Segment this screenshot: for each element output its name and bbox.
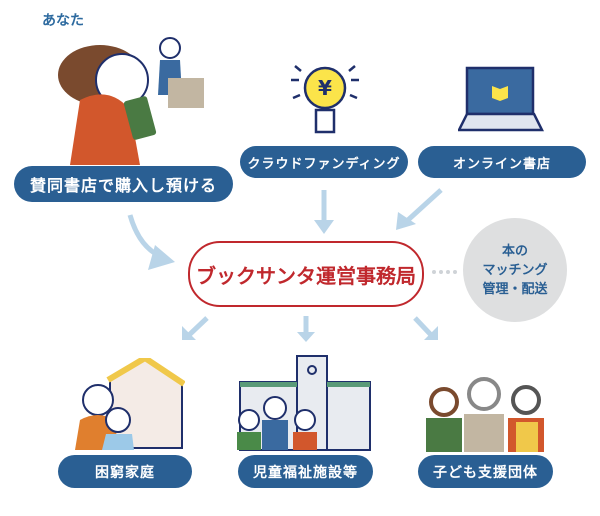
matching-note: 本の マッチング 管理・配送 bbox=[463, 218, 567, 322]
family-house-illustration bbox=[75, 358, 185, 450]
source-online-bookstore: オンライン書店 bbox=[418, 146, 586, 178]
note-line: マッチング bbox=[482, 262, 548, 278]
dotted-connector bbox=[432, 270, 457, 274]
source-bookstore: 賛同書店で購入し預ける bbox=[14, 166, 233, 202]
support-group-illustration bbox=[426, 377, 544, 452]
you-label: あなた bbox=[42, 13, 84, 29]
note-line: 管理・配送 bbox=[482, 281, 548, 297]
source-crowdfunding: クラウドファンディング bbox=[240, 146, 408, 178]
arrow-group bbox=[413, 316, 434, 338]
laptop-book-icon bbox=[458, 66, 544, 132]
svg-text:¥: ¥ bbox=[318, 76, 332, 100]
shopper-illustration bbox=[58, 37, 204, 165]
arrow-family bbox=[186, 316, 209, 338]
recipient-families: 困窮家庭 bbox=[58, 455, 192, 488]
welfare-facility-illustration bbox=[237, 355, 371, 451]
book-santa-office: ブックサンタ運営事務局 bbox=[188, 241, 424, 307]
arrow-online bbox=[406, 188, 443, 222]
recipient-facilities: 児童福祉施設等 bbox=[238, 455, 373, 488]
recipient-support-groups: 子ども支援団体 bbox=[418, 455, 553, 488]
lightbulb-yen-icon: ¥ bbox=[291, 65, 359, 134]
note-line: 本の bbox=[501, 243, 528, 259]
